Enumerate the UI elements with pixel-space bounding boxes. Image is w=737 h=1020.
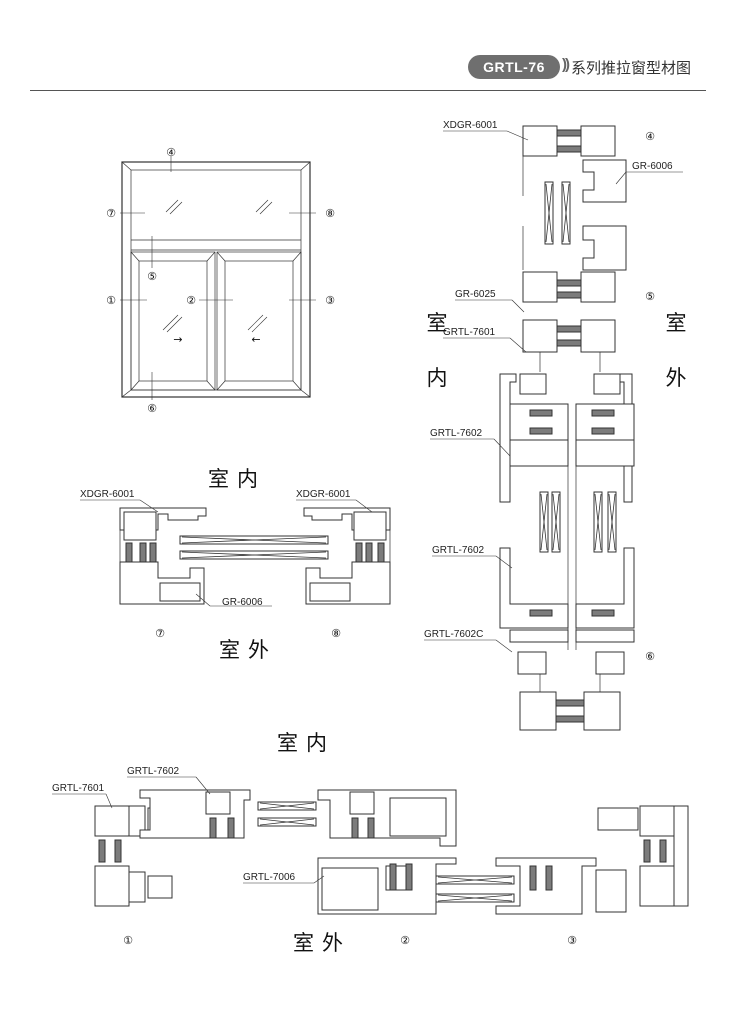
- elevation-mark-7: ⑦: [106, 207, 116, 220]
- vsec-indoor-char-2: 内: [427, 366, 448, 390]
- hsec-mark-1: ①: [123, 934, 133, 947]
- elevation-mark-4: ④: [166, 146, 176, 159]
- vsec-label-grtl7601: GRTL-7601: [443, 327, 496, 338]
- series-badge: GRTL-76: [468, 55, 560, 79]
- sash-arrow-left: ←: [251, 333, 260, 346]
- vsec-label-gr6025: GR-6025: [455, 289, 496, 300]
- horizontal-section: 室内: [52, 731, 689, 955]
- vsec-label-grtl7602c: GRTL-7602C: [424, 629, 483, 640]
- window-elevation: ④ ⑦ ⑧ ⑤ ① ② ③ ⑥ → ←: [106, 146, 335, 415]
- badge-decoration: )): [562, 56, 570, 73]
- section-7-8: 室内 XDGR-6001 XDGR: [80, 467, 391, 662]
- vsec-label-xdgr6001: XDGR-6001: [443, 120, 498, 131]
- hsec-label-grtl7006: GRTL-7006: [243, 872, 296, 883]
- elevation-mark-3: ③: [325, 294, 335, 307]
- section78-mark-8: ⑧: [331, 627, 341, 640]
- hsec-mark-3: ③: [567, 934, 577, 947]
- vsec-outdoor-char-2: 外: [666, 366, 687, 390]
- vsec-label-gr6006: GR-6006: [632, 161, 673, 172]
- hsec-label-grtl7601: GRTL-7601: [52, 783, 105, 794]
- vsec-indoor-char-1: 室: [427, 311, 448, 335]
- vsec-outdoor-char-1: 室: [666, 311, 687, 335]
- vsec-mark-6: ⑥: [645, 650, 655, 663]
- page-title: 系列推拉窗型材图: [571, 59, 692, 77]
- section78-indoor-label: 室内: [208, 467, 266, 491]
- section78-outdoor-label: 室外: [219, 638, 277, 662]
- sash-arrow-right: →: [173, 333, 182, 346]
- elevation-mark-6: ⑥: [147, 402, 157, 415]
- elevation-mark-8: ⑧: [325, 207, 335, 220]
- elevation-mark-1: ①: [106, 294, 116, 307]
- vsec-mark-5: ⑤: [645, 290, 655, 303]
- section78-label-left: XDGR-6001: [80, 489, 135, 500]
- elevation-mark-2: ②: [186, 294, 196, 307]
- hsec-outdoor-label: 室外: [293, 931, 351, 955]
- section78-mark-7: ⑦: [155, 627, 165, 640]
- hsec-label-grtl7602: GRTL-7602: [127, 766, 180, 777]
- section78-label-right: XDGR-6001: [296, 489, 351, 500]
- vsec-label-grtl7602-b: GRTL-7602: [432, 545, 485, 556]
- vertical-section: XDGR-6001 GR-6006 GR-6025 GRTL-7601 GRTL…: [424, 120, 687, 731]
- hsec-mark-2: ②: [400, 934, 410, 947]
- hsec-indoor-label: 室内: [277, 731, 335, 755]
- elevation-mark-5: ⑤: [147, 270, 157, 283]
- header-rule: [30, 90, 706, 91]
- section78-label-bottom: GR-6006: [222, 597, 263, 608]
- vsec-mark-4: ④: [645, 130, 655, 143]
- page-header: GRTL-76 )) 系列推拉窗型材图: [0, 0, 737, 95]
- vsec-label-grtl7602-a: GRTL-7602: [430, 428, 483, 439]
